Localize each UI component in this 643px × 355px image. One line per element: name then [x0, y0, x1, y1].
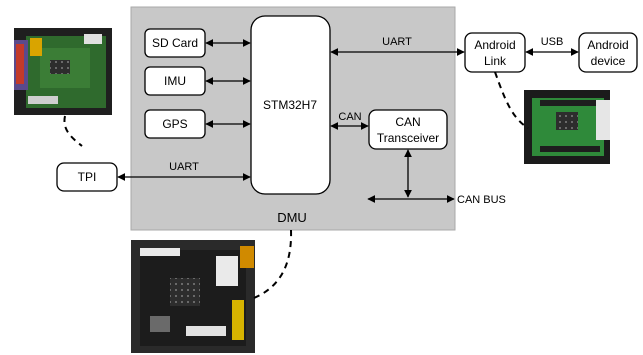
dmu-label: DMU [277, 210, 307, 225]
uart-tpi-label: UART [169, 161, 199, 173]
can-transceiver-node: CAN Transceiver [368, 109, 448, 150]
android-device-label-line1: Android [587, 38, 628, 52]
sd-card-node: SD Card [144, 28, 206, 58]
tpi-node: TPI [56, 162, 118, 192]
mcu-label: STM32H7 [263, 98, 317, 112]
imu-label: IMU [164, 74, 186, 88]
can-label: CAN [338, 111, 361, 123]
can-transceiver-label-line2: Transceiver [377, 131, 439, 145]
gps-label: GPS [162, 117, 187, 131]
android-link-node: Android Link [464, 32, 526, 73]
android-link-label-line2: Link [484, 54, 507, 68]
usb-label: USB [541, 36, 564, 48]
tpi-label: TPI [78, 170, 97, 184]
sd-card-label: SD Card [152, 36, 198, 50]
can-bus-label: CAN BUS [457, 194, 506, 206]
dmu-photo-leader [253, 229, 293, 299]
gps-node: GPS [144, 109, 206, 139]
dmu-board-photo [131, 240, 255, 353]
tpi-photo-leader [63, 115, 83, 147]
uart-android-label: UART [382, 36, 412, 48]
android-device-label-line2: device [591, 54, 626, 68]
android-photo-leader [494, 71, 529, 129]
can-transceiver-label-line1: CAN [395, 115, 420, 129]
imu-node: IMU [144, 66, 206, 96]
tpi-board-photo [14, 28, 112, 115]
android-device-node: Android device [578, 32, 638, 73]
mcu-node: STM32H7 [250, 15, 331, 195]
android-link-board-photo [524, 90, 610, 164]
android-link-label-line1: Android [474, 38, 515, 52]
